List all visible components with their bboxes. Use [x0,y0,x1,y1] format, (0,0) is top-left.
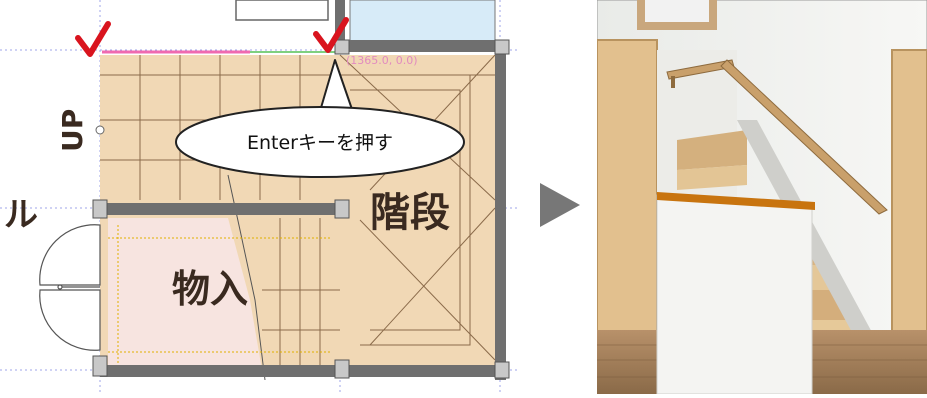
up-marker-dot [95,125,105,135]
floor-plan-drawing: (1365.0, 0.0) UP 階段 物入 ル Enterキーを押す [0,0,520,394]
stair-3d-render [596,0,927,395]
storage-label: 物入 [172,267,248,311]
dimension-lines [108,225,330,365]
callout-bubble: Enterキーを押す [175,59,465,178]
arrow-right-icon [540,183,580,227]
half-wall-cap [657,192,815,210]
up-label: UP [56,109,89,152]
render-image [596,0,927,395]
check-mark-icon [75,21,111,57]
partial-room-label: ル [4,195,38,235]
check-mark-icon [313,17,349,53]
coordinate-readout: (1365.0, 0.0) [346,54,418,67]
wall-joints [92,39,510,379]
left-door [596,39,658,341]
door-swing [39,224,101,351]
top-fixture [235,0,329,21]
transition-arrow [535,175,585,235]
window-area [349,0,496,43]
floor-plan-panel: (1365.0, 0.0) UP 階段 物入 ル Enterキーを押す [0,0,520,394]
stairs-label: 階段 [370,190,450,236]
half-wall [656,194,813,395]
callout-text: Enterキーを押す [247,132,393,154]
cut-line [227,174,266,381]
storage-floor [108,218,262,370]
handrail [666,59,888,215]
stair-treads [100,54,496,370]
